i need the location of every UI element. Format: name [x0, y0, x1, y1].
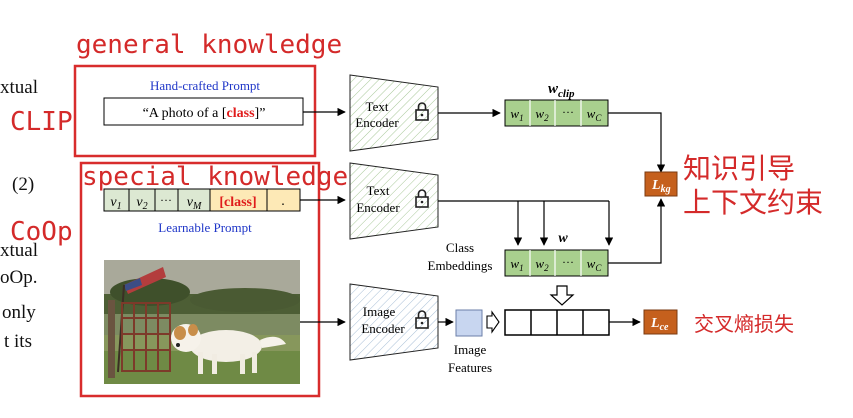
encoder-label: Text	[366, 99, 389, 114]
cross-entropy-label: 交叉熵损失	[694, 312, 794, 336]
general-knowledge-label: general knowledge	[76, 30, 342, 60]
encoder-label: Encoder	[356, 200, 400, 215]
lock-icon	[415, 310, 429, 329]
clip-weights-to-kg-arrow	[608, 112, 666, 173]
fragment-line: t its	[4, 331, 32, 352]
fragment-line: oOp.	[0, 267, 37, 288]
class-embeddings-label: Embeddings	[428, 258, 493, 273]
hand-crafted-prompt-title: Hand-crafted Prompt	[150, 78, 260, 93]
guidance-label-line1: 知识引导	[683, 152, 795, 185]
fragment-line: xtual	[0, 240, 38, 261]
weight-cell: w1	[510, 256, 523, 273]
dog-photo	[104, 260, 300, 384]
weight-cell: wC	[587, 256, 603, 273]
weight-cell: ···	[562, 105, 574, 119]
context-token: v2	[136, 195, 147, 212]
logits-vector	[504, 309, 610, 336]
guidance-label-line2: 上下文约束	[683, 186, 823, 219]
coop-label: CoOp	[10, 217, 73, 247]
weights-label: w	[558, 231, 568, 246]
fragment-line: only	[2, 302, 36, 323]
hollow-down-arrow-icon	[549, 285, 575, 306]
fragment-line: xtual	[0, 77, 38, 98]
fragment-line: (2)	[12, 174, 34, 195]
weight-cell: w2	[535, 106, 549, 123]
special-knowledge-label: special knowledge	[82, 162, 348, 192]
hand-crafted-prompt-text: “A photo of a [class]”	[143, 106, 266, 121]
class-token: [class]	[219, 195, 256, 210]
knowledge-guided-loss	[644, 171, 678, 197]
lock-icon	[415, 102, 429, 121]
clip-weights-vector: w1 w2 ··· wC	[504, 99, 609, 127]
context-token: v1	[110, 195, 121, 212]
weights-clip-label: wclip	[548, 81, 575, 100]
lock-icon	[415, 189, 429, 208]
hollow-right-arrow-icon	[486, 310, 500, 334]
image-encoder	[349, 283, 439, 361]
encoder-label: Image	[363, 304, 396, 319]
image-features-label: Features	[448, 360, 492, 375]
hand-crafted-prompt-box	[103, 97, 304, 126]
weight-cell: w1	[510, 106, 523, 123]
coop-weights-vector: w1 w2 ··· wC	[504, 249, 609, 277]
learnable-prompt-label: Learnable Prompt	[158, 220, 252, 235]
coop-text-encoder	[349, 162, 439, 240]
learnable-prompt-tokens: v1 v2 ··· vM [class] .	[103, 188, 301, 212]
weight-cell: ···	[562, 255, 574, 269]
page-fragment: xtual (2) xtual oOp. only t its	[0, 77, 38, 352]
encoder-label: Encoder	[361, 321, 405, 336]
encoder-label: Text	[367, 183, 390, 198]
special-knowledge-box	[79, 161, 321, 398]
context-token: ···	[160, 193, 172, 207]
image-features-label: Image	[454, 342, 487, 357]
period-token: .	[281, 194, 285, 209]
knowledge-guided-loss-label: Lkg	[651, 178, 671, 195]
coop-weights-to-kg-arrow	[608, 198, 666, 264]
weight-cell: w2	[535, 256, 549, 273]
cross-entropy-loss	[643, 309, 678, 335]
general-knowledge-box	[73, 64, 317, 158]
cross-entropy-loss-label: Lce	[650, 316, 669, 333]
context-token: vM	[187, 195, 202, 212]
class-embeddings-label: Class	[446, 240, 474, 255]
encoder-label: Encoder	[355, 115, 399, 130]
clip-label: CLIP	[10, 107, 73, 137]
image-features-box	[455, 309, 483, 337]
clip-text-encoder	[349, 74, 439, 152]
weight-cell: wC	[587, 106, 603, 123]
